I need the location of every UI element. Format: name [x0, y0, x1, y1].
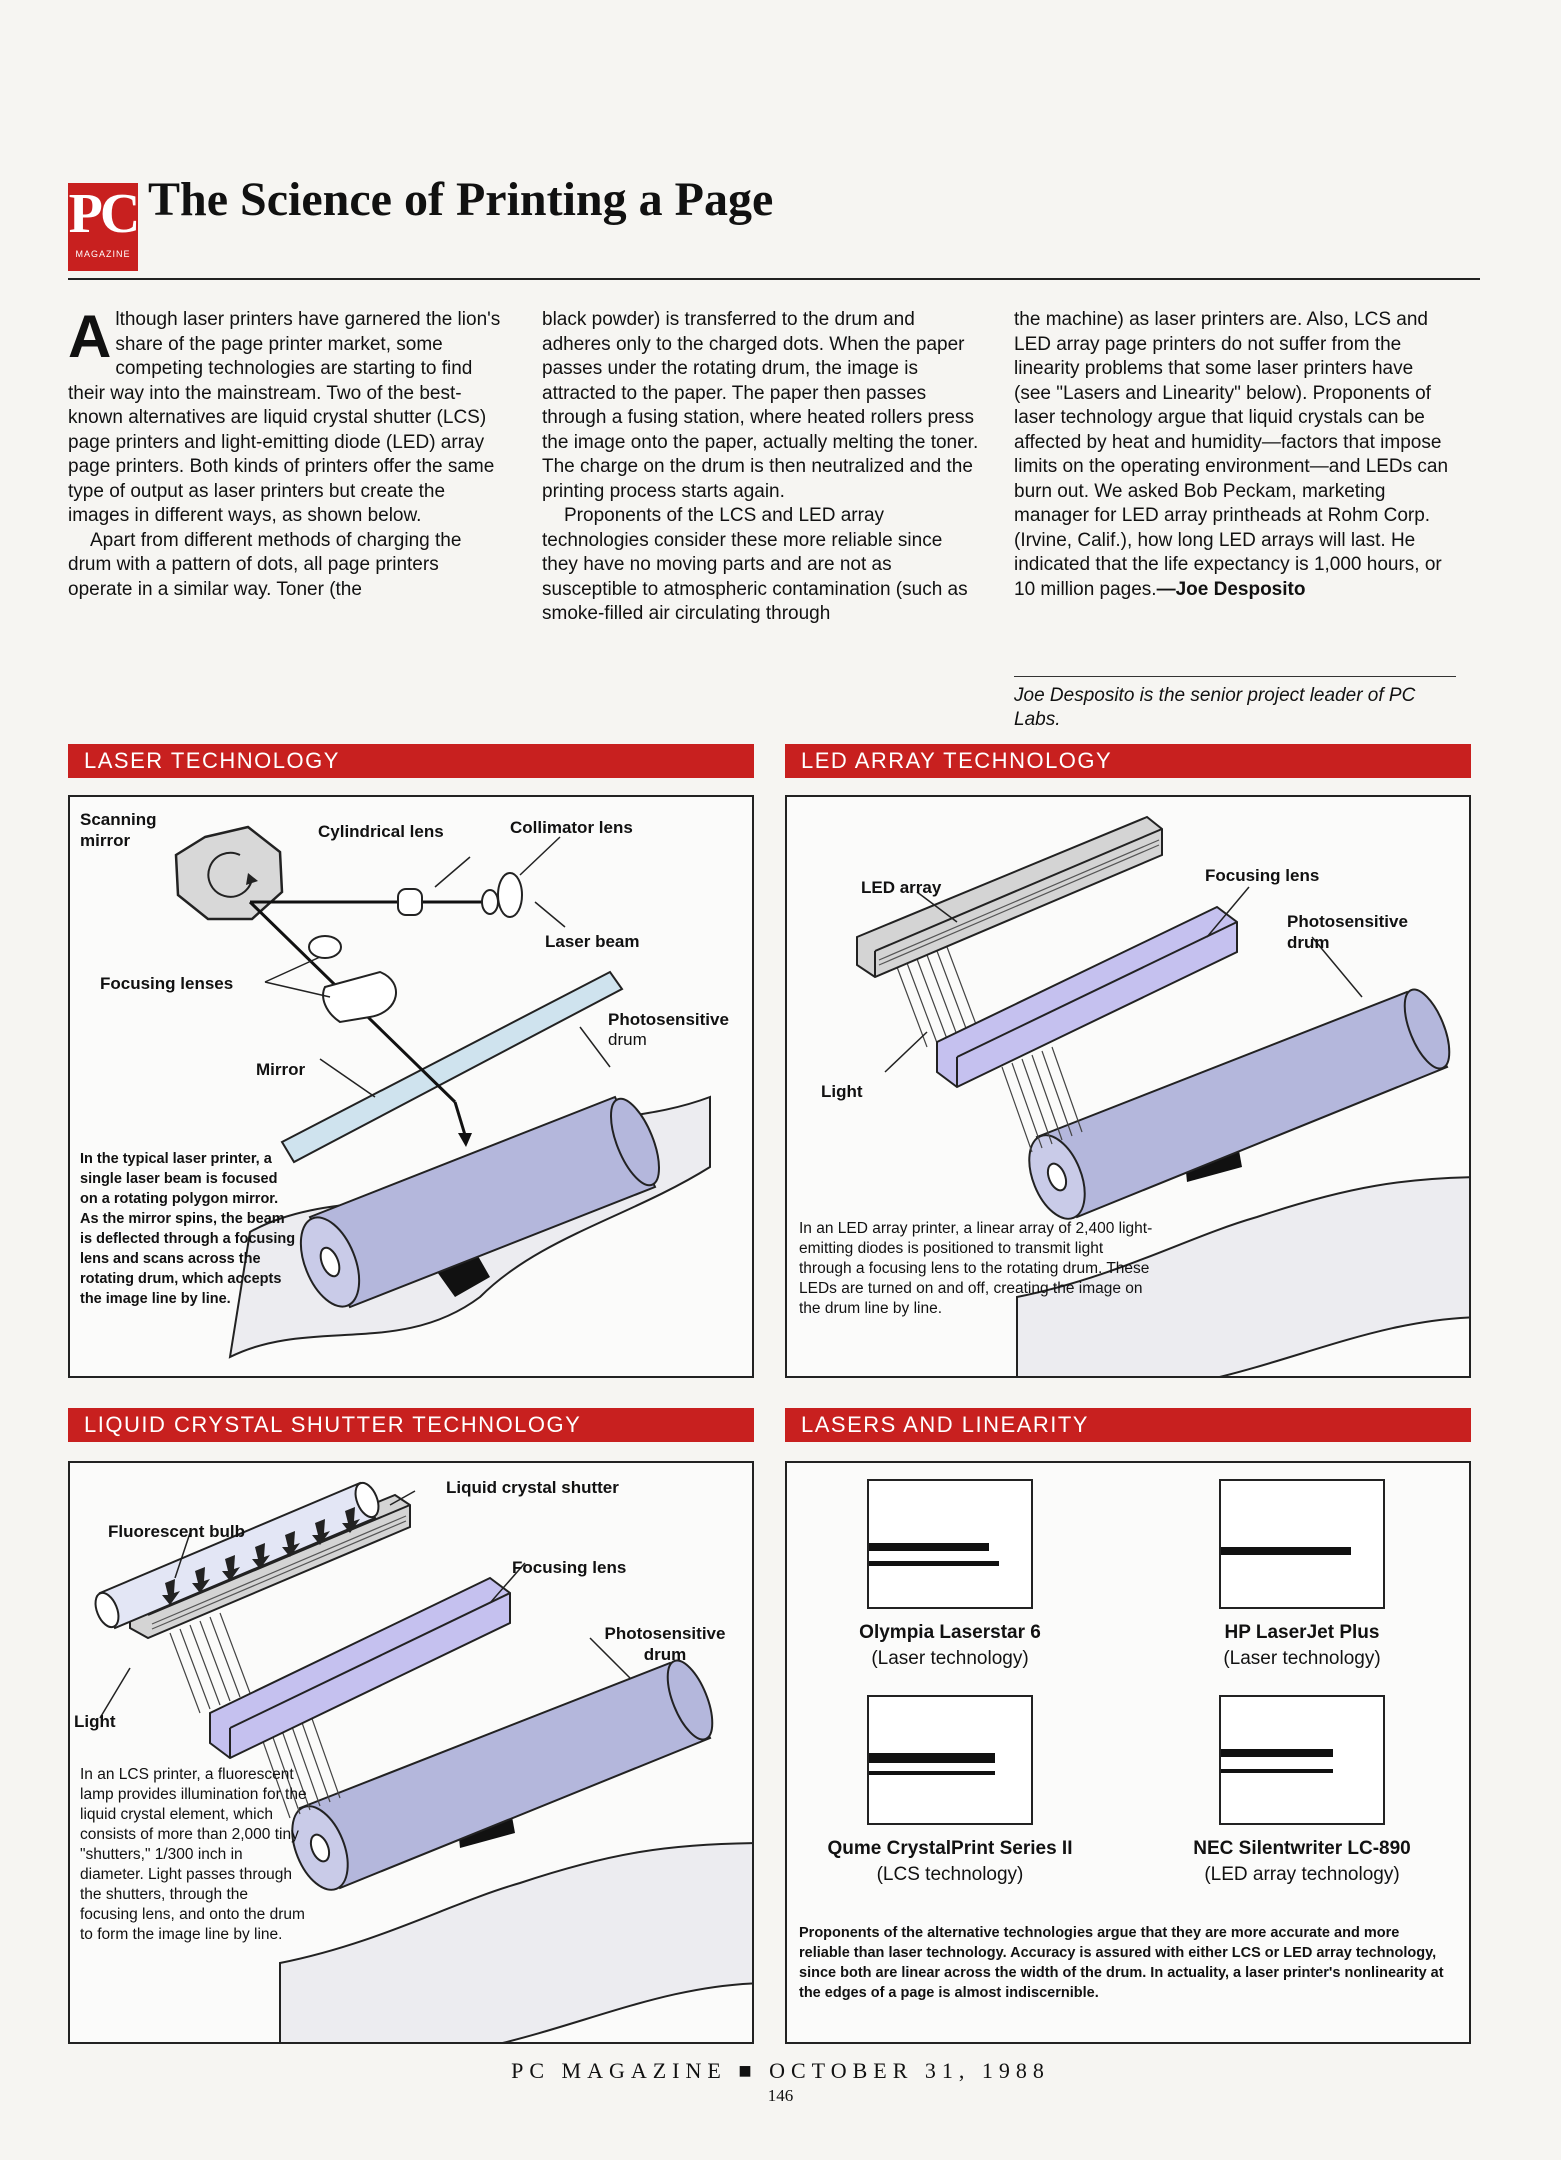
photosensitive-drum-label: Photosensitive drum: [604, 1624, 726, 1664]
title-rule: [68, 278, 1480, 280]
drum-far-end: [610, 1097, 660, 1187]
drum-label: drum: [608, 1030, 647, 1049]
author-byline: Joe Desposito is the senior project lead…: [1014, 685, 1416, 730]
linearity-heading: LASERS AND LINEARITY: [785, 1408, 1471, 1442]
mirror-shape: [280, 970, 624, 1164]
linearity-panel: Olympia Laserstar 6 (Laser technology) H…: [785, 1461, 1471, 2044]
paper-sheet: [279, 1842, 752, 2042]
light-rays: [896, 946, 1083, 1153]
print-sample-nec: [1219, 1695, 1385, 1825]
drop-cap: A: [68, 303, 112, 370]
focusing-lens-label: Focusing lens: [1205, 866, 1320, 885]
drum-axle: [319, 1246, 341, 1278]
page-number: 146: [767, 2086, 794, 2105]
cylindrical-lens-shape: [397, 888, 423, 916]
sample-line: [869, 1561, 999, 1566]
light-arrows: [162, 1507, 360, 1605]
article-paragraph: lthough laser printers have garnered the…: [68, 309, 501, 526]
liquid-crystal-shutter-label: Liquid crystal shutter: [446, 1478, 619, 1497]
led-array-panel: LED array Focusing lens Photosensitive d…: [785, 795, 1471, 1378]
article-column-3: the machine) as laser printers are. Also…: [1014, 308, 1454, 602]
sample-line: [869, 1753, 995, 1763]
cylindrical-lens-label: Cylindrical lens: [318, 822, 444, 841]
led-array-illustration: [856, 815, 1469, 1376]
sample-name: NEC Silentwriter LC-890: [1193, 1838, 1411, 1859]
focusing-lenses-label: Focusing lenses: [100, 974, 234, 993]
sample-technology: (LCS technology): [876, 1864, 1024, 1885]
light-rays: [169, 1612, 341, 1819]
print-sample-hp: [1219, 1479, 1385, 1609]
print-sample-qume: [867, 1695, 1033, 1825]
sample-technology: (Laser technology): [871, 1648, 1029, 1669]
logo-text: PC: [68, 183, 141, 245]
footer-magazine: PC MAGAZINE: [511, 2058, 727, 2083]
focusing-lens-label: Focusing lens: [512, 1558, 627, 1577]
page-footer: PC MAGAZINE ■ OCTOBER 31, 1988: [0, 2058, 1561, 2084]
drum-axle: [1046, 1162, 1068, 1192]
led-array-label: LED array: [861, 878, 942, 897]
photosensitive-drum-label: Photosensitive drum: [1287, 912, 1408, 952]
logo-subtext: MAGAZINE: [75, 249, 131, 259]
mirror-label: Mirror: [256, 1060, 306, 1079]
focusing-lens-large: [322, 970, 397, 1024]
photosensitive-label: Photosensitive: [608, 1010, 729, 1029]
laser-technology-heading: LASER TECHNOLOGY: [68, 744, 754, 778]
linearity-caption: Proponents of the alternative technologi…: [799, 1925, 1444, 2001]
focusing-lens-small: [308, 935, 342, 959]
paper-sheet: [1016, 1176, 1469, 1376]
pc-magazine-logo: PC MAGAZINE: [68, 183, 141, 271]
sample-technology: (LED array technology): [1204, 1864, 1400, 1885]
print-sample-olympia: [867, 1479, 1033, 1609]
article-paragraph: the machine) as laser printers are. Also…: [1014, 309, 1449, 600]
footer-bullet: ■: [738, 2058, 758, 2083]
article-column-2: black powder) is transferred to the drum…: [542, 308, 982, 627]
sample-name: Qume CrystalPrint Series II: [827, 1838, 1073, 1859]
author-signature: —Joe Desposito: [1156, 578, 1306, 600]
led-caption: In an LED array printer, a linear array …: [799, 1220, 1153, 1317]
fluorescent-bulb-label: Fluorescent bulb: [108, 1522, 245, 1541]
focusing-lens-bar: [209, 1576, 511, 1760]
beam-to-drum: [453, 1101, 467, 1136]
lcs-caption: In an LCS printer, a fluorescent lamp pr…: [80, 1766, 307, 1943]
article-paragraph: Apart from different methods of charging…: [68, 529, 462, 600]
sample-line: [869, 1771, 995, 1775]
footer-date: OCTOBER 31, 1988: [769, 2058, 1050, 2083]
lcs-technology-panel: Liquid crystal shutter Fluorescent bulb …: [68, 1461, 754, 2044]
laser-technology-panel: Scanning mirror Cylindrical lens Collima…: [68, 795, 754, 1378]
sample-name: HP LaserJet Plus: [1224, 1622, 1380, 1643]
scanning-mirror-polygon: [174, 825, 284, 921]
light-label: Light: [74, 1712, 116, 1731]
sample-line: [1221, 1769, 1333, 1773]
rotation-arrow: [207, 851, 253, 898]
led-array-heading: LED ARRAY TECHNOLOGY: [785, 744, 1471, 778]
page-title: The Science of Printing a Page: [148, 173, 774, 226]
scanning-mirror-label: Scanning mirror: [80, 810, 157, 850]
collimator-lens-shape: [497, 872, 523, 918]
sample-line: [869, 1543, 989, 1551]
collimator-lens-label: Collimator lens: [510, 818, 633, 837]
rotation-arrowhead: [246, 873, 258, 885]
byline-rule: [1014, 676, 1456, 677]
sample-line: [1221, 1547, 1351, 1555]
laser-beam-label: Laser beam: [545, 932, 640, 951]
light-label: Light: [821, 1082, 863, 1101]
drum-axle: [309, 1833, 331, 1863]
beam-arrowhead: [458, 1133, 472, 1147]
sample-name: Olympia Laserstar 6: [859, 1622, 1041, 1643]
lcs-technology-heading: LIQUID CRYSTAL SHUTTER TECHNOLOGY: [68, 1408, 754, 1442]
lcs-technology-illustration: [94, 1481, 752, 2042]
focusing-lens-bar: [936, 905, 1238, 1089]
article-paragraph: Proponents of the LCS and LED array tech…: [542, 505, 968, 624]
article-paragraph: black powder) is transferred to the drum…: [542, 309, 979, 502]
sample-technology: (Laser technology): [1223, 1648, 1381, 1669]
laser-caption: In the typical laser printer, a single l…: [80, 1151, 296, 1307]
sample-line: [1221, 1749, 1333, 1757]
laser-technology-illustration: [174, 825, 711, 1359]
